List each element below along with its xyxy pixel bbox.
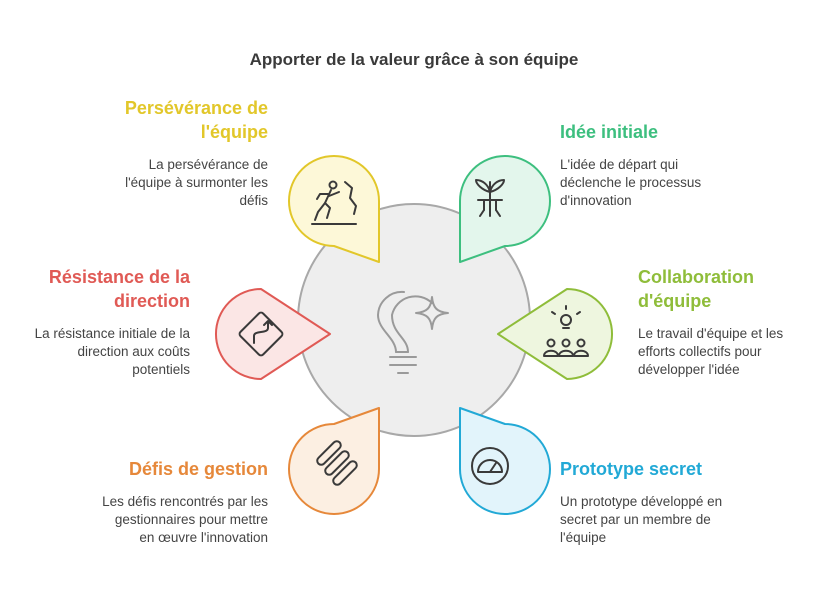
diagram-title: Apporter de la valeur grâce à son équipe	[249, 50, 579, 69]
description-idee: L'idée de départ qui déclenche le proces…	[560, 157, 702, 208]
protractor-icon	[471, 447, 509, 485]
heading-perseverance: Persévérance de l'équipe	[124, 98, 268, 142]
description-perseverance: La persévérance de l'équipe à surmonter …	[125, 157, 268, 208]
description-collaboration: Le travail d'équipe et les efforts colle…	[638, 326, 784, 377]
block-collaboration: Collaboration d'équipe Le travail d'équi…	[638, 265, 808, 379]
detour-sign-icon	[238, 311, 284, 357]
heading-defis: Défis de gestion	[128, 459, 268, 479]
block-resistance: Résistance de la direction La résistance…	[30, 265, 190, 379]
petal-idee	[459, 155, 551, 263]
description-prototype: Un prototype développé en secret par un …	[560, 494, 723, 545]
sprout-icon	[475, 179, 505, 217]
petal-prototype	[459, 407, 551, 515]
lightbulb-sparkle-icon	[377, 290, 449, 374]
block-defis: Défis de gestion Les défis rencontrés pa…	[98, 457, 268, 547]
block-perseverance: Persévérance de l'équipe La persévérance…	[70, 96, 268, 210]
team-idea-icon	[543, 305, 589, 357]
block-prototype: Prototype secret Un prototype développé …	[560, 457, 735, 547]
petal-defis	[288, 407, 380, 515]
climber-icon	[311, 180, 357, 225]
heading-idee: Idée initiale	[560, 122, 659, 142]
description-defis: Les défis rencontrés par les gestionnair…	[102, 494, 268, 545]
heading-collaboration: Collaboration d'équipe	[638, 267, 754, 311]
description-resistance: La résistance initiale de la direction a…	[34, 326, 190, 377]
petal-perseverance	[288, 155, 380, 263]
barrier-icon	[316, 440, 358, 486]
petal-collaboration	[497, 288, 613, 380]
heading-prototype: Prototype secret	[560, 459, 703, 479]
petal-resistance	[215, 288, 331, 380]
heading-resistance: Résistance de la direction	[48, 267, 190, 311]
block-idee: Idée initiale L'idée de départ qui décle…	[560, 120, 740, 210]
